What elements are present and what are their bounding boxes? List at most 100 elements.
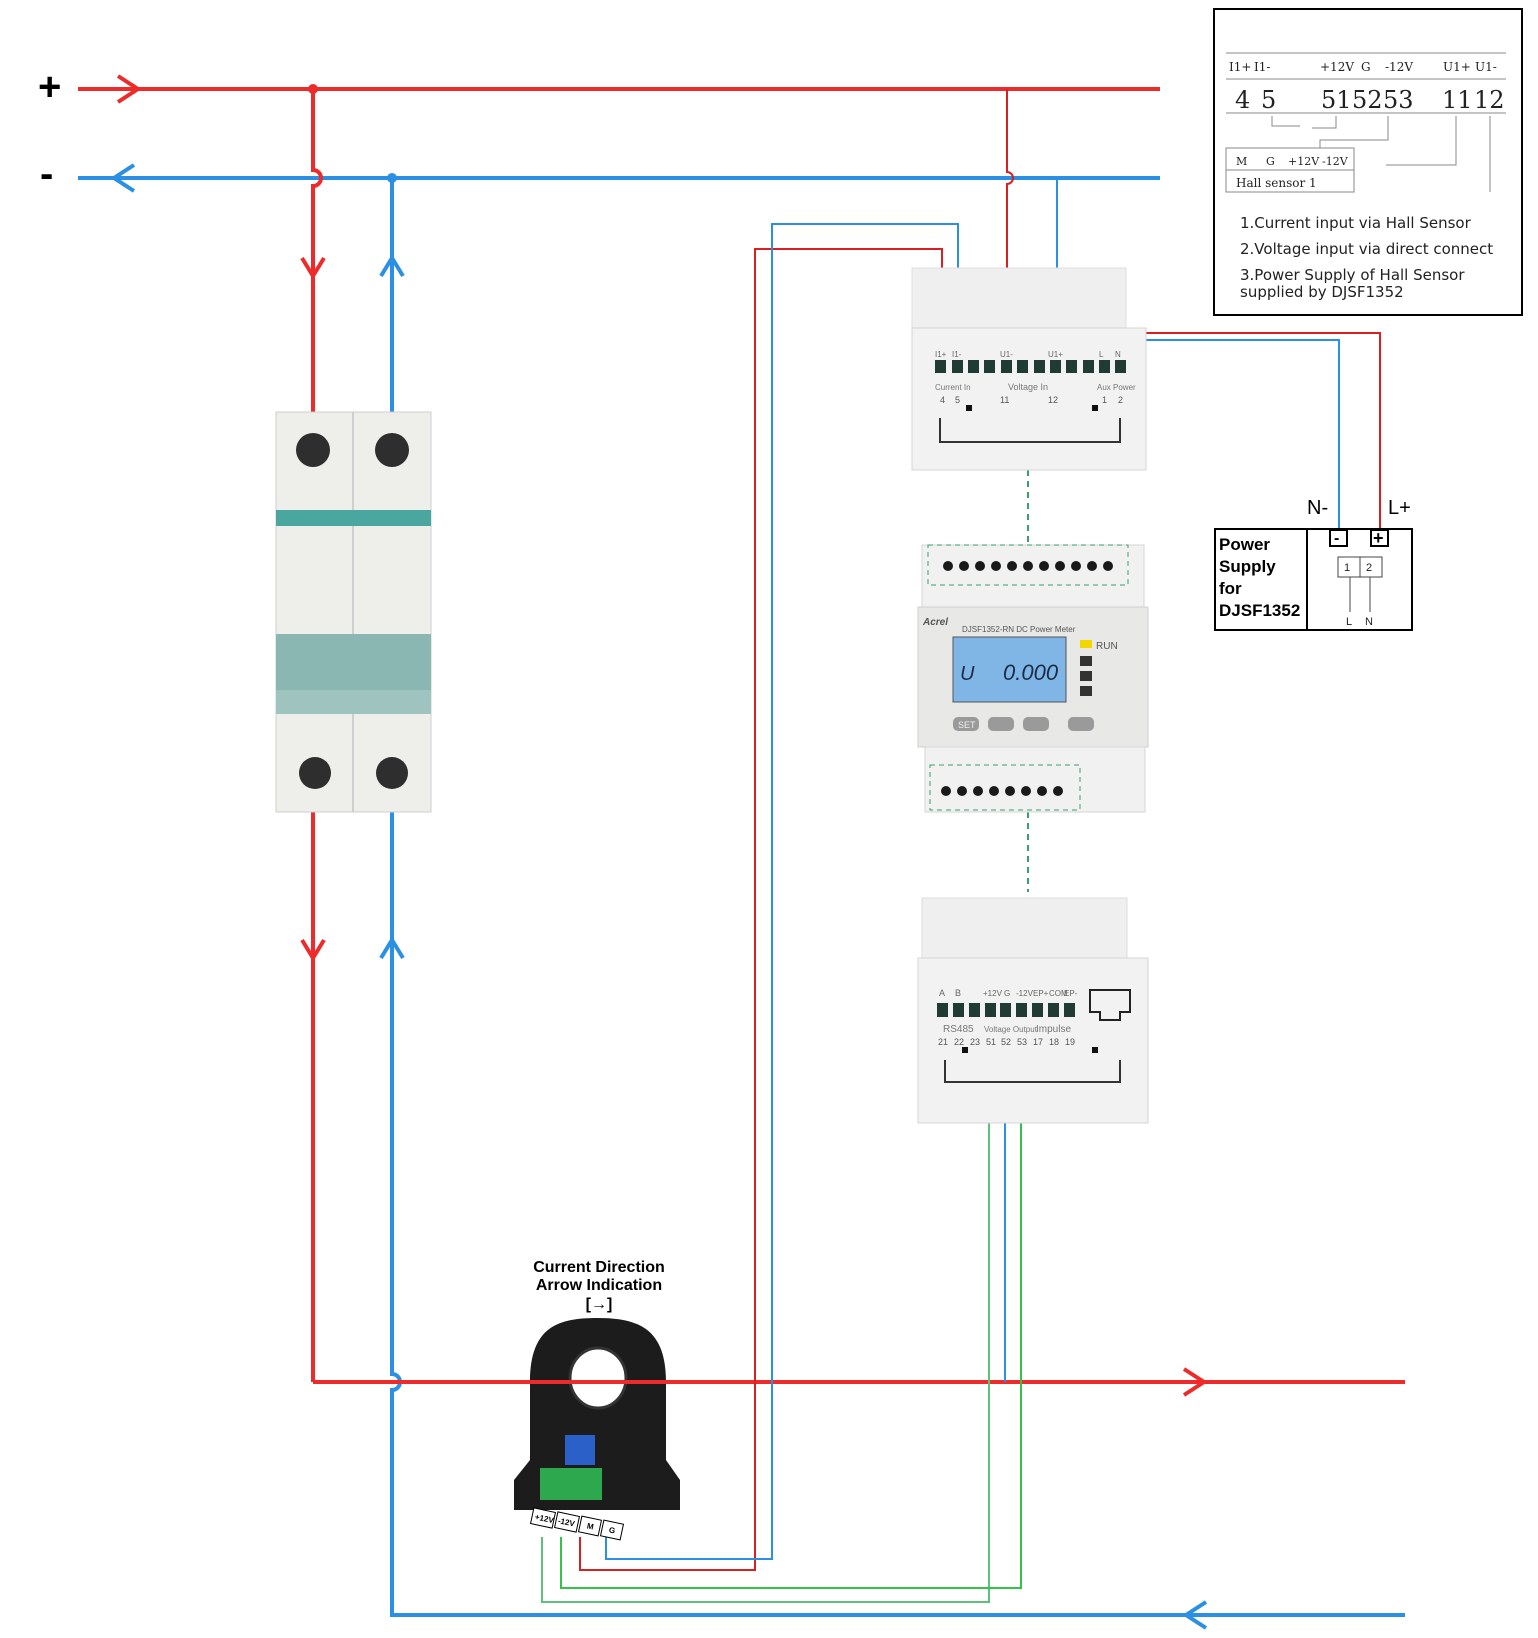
legend-note-1: 1.Current input via Hall Sensor [1240, 214, 1471, 232]
meter-bottom-group-voltage: Voltage Output [984, 1025, 1038, 1034]
ps-title-line-1: Power [1219, 535, 1271, 554]
meter-top-num-2: 2 [1118, 395, 1123, 405]
power-supply-title: Power Supply for DJSF1352 [1219, 534, 1305, 622]
meter-bottom-label-b: B [955, 988, 961, 998]
meter-top-group-aux: Aux Power [1097, 383, 1136, 392]
negative-rail-arrow [110, 163, 136, 193]
legend-hall-label: Hall sensor 1 [1236, 176, 1317, 190]
main-rails: + - [38, 65, 1405, 1630]
legend-term-g: G [1361, 60, 1371, 74]
hall-sensor: Current Direction Arrow Indication [→] +… [514, 1259, 680, 1541]
ps-term-2: 2 [1366, 562, 1372, 574]
legend-num-11: 11 [1442, 86, 1473, 114]
ps-title-line-3: for [1219, 579, 1242, 598]
meter-top-terminals [935, 360, 1126, 373]
meter-bottom-num-51: 51 [986, 1037, 996, 1047]
meter-top-group-current: Current In [935, 383, 971, 392]
ps-plus-symbol: + [1373, 528, 1384, 548]
meter-bottom-group-rs485: RS485 [943, 1024, 974, 1035]
hall-plus12-wire [541, 1015, 990, 1603]
positive-drop-wire [311, 89, 323, 412]
meter-enter-button[interactable] [1068, 717, 1094, 731]
legend-hall-minus12: -12V [1322, 155, 1349, 168]
meter-bottom-label-ep-plus: EP+ [1033, 989, 1049, 998]
voltage-in-red-wire [1006, 89, 1014, 365]
power-supply: N- L+ - + 1 2 L N [1214, 497, 1413, 631]
meter-bottom-num-23: 23 [970, 1037, 980, 1047]
direction-title-2: Arrow Indication [536, 1277, 662, 1294]
legend-term-i1plus: I1+ [1229, 60, 1251, 74]
breaker-toggle-handle[interactable] [276, 634, 431, 696]
meter-top-label-u1minus: U1- [1000, 350, 1013, 359]
legend-num-12: 12 [1474, 86, 1505, 114]
meter-bottom-module: A B +12V G -12V EP+ COM EP- RS485 Voltag… [917, 897, 1149, 1124]
meter-bottom-num-17: 17 [1033, 1037, 1043, 1047]
meter-up-button[interactable] [988, 717, 1014, 731]
legend-note-3: 3.Power Supply of Hall Sensor [1240, 266, 1465, 284]
meter-bottom-num-19: 19 [1065, 1037, 1075, 1047]
meter-top-label-l: L [1099, 350, 1104, 359]
ps-term-1: 1 [1344, 562, 1350, 574]
meter-top-label-i1plus: I1+ [935, 350, 947, 359]
meter-bottom-num-52: 52 [1001, 1037, 1011, 1047]
meter-bottom-num-18: 18 [1049, 1037, 1059, 1047]
hall-pin-plus12: +12V [534, 1512, 555, 1525]
breaker-bottom-screw-right [376, 757, 408, 789]
ps-minus-symbol: - [1334, 530, 1339, 547]
minus-rail-label: - [40, 152, 53, 196]
meter-bottom-label-g: G [1004, 989, 1010, 998]
legend-num-53: 53 [1383, 86, 1414, 114]
hall-minus12-wire [560, 1015, 1022, 1589]
direction-symbol: [→] [586, 1296, 613, 1313]
hall-pin-tags: +12V -12V M G [529, 1507, 625, 1541]
circuit-breaker [275, 411, 432, 813]
ps-n-label: N- [1307, 497, 1328, 519]
meter-display-unit: U [960, 663, 975, 685]
meter-right-button[interactable] [1023, 717, 1049, 731]
meter-main-bottom-screws [941, 786, 1063, 796]
meter-bottom-group-impulse: Impulse [1036, 1024, 1071, 1035]
ps-minus-terminal [1329, 529, 1348, 547]
current-in-blue-wire [605, 223, 959, 1560]
breaker-top-screw-left [296, 433, 330, 467]
legend-hall-g: G [1266, 155, 1275, 168]
meter-display-value: 0.000 [1003, 660, 1059, 685]
meter-top-group-voltage: Voltage In [1008, 382, 1048, 392]
legend-term-u1plus: U1+ [1443, 60, 1471, 74]
hall-sensor-body [514, 1318, 680, 1510]
breaker-top-screw-right [375, 433, 409, 467]
direction-title: Current Direction [533, 1259, 665, 1276]
meter-top-label-i1minus: I1- [952, 350, 962, 359]
hall-pin-minus12: -12V [557, 1516, 576, 1528]
meter-model: DJSF1352-RN DC Power Meter [962, 625, 1076, 634]
meter-top-num-11: 11 [1000, 395, 1009, 405]
meter-set-button[interactable] [953, 717, 979, 731]
ps-n: N [1365, 616, 1373, 628]
meter-bottom-label-minus12: -12V [1016, 989, 1034, 998]
ps-l-label: L+ [1388, 497, 1411, 519]
meter-bottom-label-com: COM [1049, 989, 1068, 998]
positive-output-arrow [1182, 1367, 1208, 1397]
meter-top-label-u1plus: U1+ [1048, 350, 1063, 359]
meter-top-num-5: 5 [955, 395, 960, 405]
legend-hall-m: M [1236, 155, 1247, 168]
hall-sensor-connector [540, 1468, 602, 1500]
rj45-port [1089, 989, 1131, 1021]
legend-term-u1minus: U1- [1475, 60, 1497, 74]
current-in-red-wire [579, 248, 943, 1571]
ps-title-line-4: DJSF1352 [1219, 601, 1301, 620]
legend-num-4: 4 [1235, 86, 1250, 114]
legend-term-minus12: -12V [1385, 60, 1413, 74]
meter-bottom-label-a: A [939, 988, 945, 998]
negative-drop-arrow [379, 254, 405, 278]
legend-notes: 1.Current input via Hall Sensor 2.Voltag… [1240, 210, 1520, 305]
signal-wires [541, 89, 1381, 1603]
legend-note-4: supplied by DJSF1352 [1240, 283, 1404, 301]
meter-bottom-num-22: 22 [954, 1037, 964, 1047]
meter-lcd-display [952, 636, 1067, 703]
negative-load-arrow [379, 936, 405, 960]
hall-sensor-hole [568, 1346, 628, 1410]
meter-top-num-1: 1 [1102, 395, 1107, 405]
meter-bottom-label-plus12: +12V [983, 989, 1003, 998]
legend-hall-plus12: +12V [1288, 155, 1320, 168]
